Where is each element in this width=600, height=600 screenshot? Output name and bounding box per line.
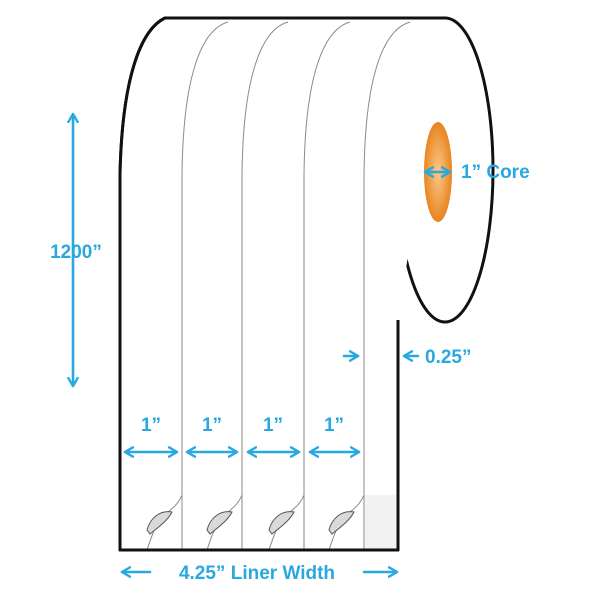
peeled-corner-icons	[146, 494, 365, 551]
peel-curl-icon	[206, 511, 233, 535]
core-label: 1” Core	[461, 162, 530, 183]
peel-curl-icon	[146, 511, 173, 535]
label-strip-line	[241, 21, 289, 495]
label-strip-line	[363, 21, 411, 550]
label-width-1: 1”	[141, 415, 161, 436]
liner-margin	[365, 495, 396, 549]
liner-width-label: 4.25” Liner Width	[179, 563, 335, 584]
label-width-3: 1”	[263, 415, 283, 436]
length-label: 1200”	[50, 242, 102, 263]
label-strip-line	[303, 21, 351, 495]
peel-curl-icon	[268, 511, 295, 535]
label-strip-line	[181, 21, 229, 495]
label-width-2: 1”	[202, 415, 222, 436]
label-width-4: 1”	[324, 415, 344, 436]
label-strip-lines	[181, 21, 411, 550]
peel-curl-icon	[328, 511, 355, 535]
gap-label: 0.25”	[425, 347, 471, 368]
